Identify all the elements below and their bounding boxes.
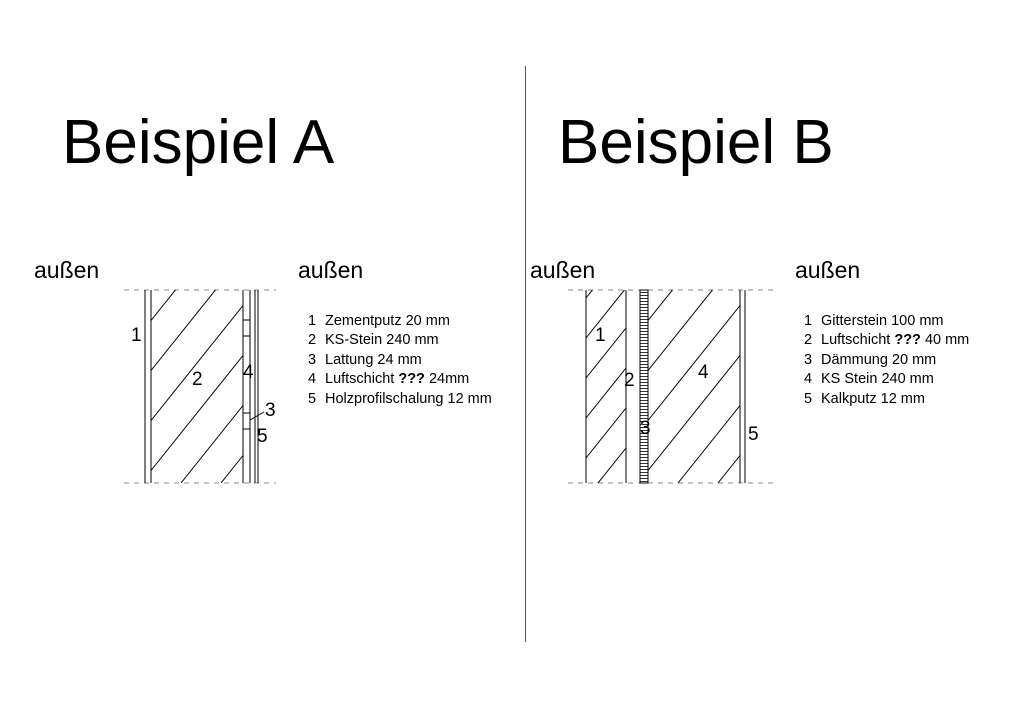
masonry-hatch-a [151,290,243,483]
outside-label-a-right: außen [298,257,364,283]
insulation-b [639,289,649,484]
wall-section-a: 1 2 4 3 5 [124,289,276,484]
lattice-brick-hatch-b [586,290,626,483]
leader-a3 [249,411,265,421]
layer-number-a4: 4 [243,362,254,383]
panel-divider [525,66,526,642]
layer-number-b1: 1 [595,325,606,346]
layer-number-a3: 3 [265,400,276,421]
layer-number-a1: 1 [131,325,142,346]
layer-number-b3: 3 [640,418,651,439]
outside-label-b-right: außen [795,257,861,283]
layer-number-b4: 4 [698,362,709,383]
title-beispiel-a: Beispiel A [62,108,335,177]
layer-number-b2: 2 [624,370,635,391]
outside-label-b-left: außen [530,257,596,283]
layer-number-a2: 2 [192,369,203,390]
outside-label-a-left: außen [34,257,100,283]
layer-number-b5: 5 [748,424,759,445]
masonry-hatch-b [648,290,740,483]
title-beispiel-b: Beispiel B [558,108,834,177]
layer-number-a5: 5 [257,426,268,447]
